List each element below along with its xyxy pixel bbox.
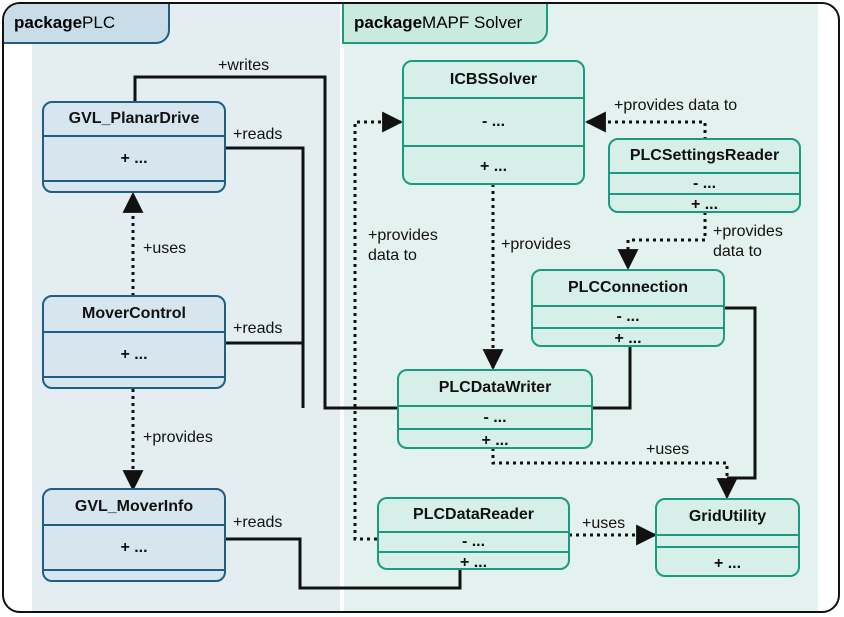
label-reads-planar: +reads bbox=[233, 126, 283, 143]
class-members: + ... bbox=[44, 331, 224, 376]
writes-line bbox=[133, 75, 397, 410]
reads-info-line bbox=[225, 537, 462, 590]
label-provides-writer: +provides bbox=[501, 236, 571, 253]
class-members: + ... bbox=[44, 135, 224, 180]
class-plc-data-writer: PLCDataWriter - ... + ... bbox=[397, 369, 593, 449]
class-private-members: - ... bbox=[404, 97, 583, 145]
class-name: GridUtility bbox=[688, 508, 767, 525]
class-public-members: + ... bbox=[399, 428, 591, 447]
class-public-members: + ... bbox=[610, 193, 799, 211]
label-writes: +writes bbox=[218, 57, 270, 74]
label-provides-data-icbs-line2: data to bbox=[368, 247, 417, 264]
uses-writer-arrow bbox=[491, 448, 738, 500]
label-provides-data-conn-line1: +provides bbox=[713, 223, 783, 240]
class-plc-connection: PLCConnection - ... + ... bbox=[531, 269, 725, 347]
label-provides-data-conn-line2: data to bbox=[713, 243, 762, 260]
provides-data-icbs-arrow bbox=[353, 111, 404, 541]
class-name: MoverControl bbox=[82, 305, 186, 322]
class-name: PLCSettingsReader bbox=[629, 147, 780, 164]
mapf-package-name: MAPF Solver bbox=[422, 13, 523, 32]
writer-connection-line bbox=[593, 346, 632, 410]
class-empty-section bbox=[657, 534, 798, 546]
class-name: PLCDataReader bbox=[413, 506, 534, 523]
class-private-members: - ... bbox=[533, 305, 723, 327]
class-empty-section bbox=[44, 569, 224, 580]
label-provides-mover: +provides bbox=[143, 429, 213, 446]
class-public-members: + ... bbox=[533, 327, 723, 345]
mapf-package-prefix: package bbox=[354, 13, 423, 32]
plc-package-tab: packagePLC bbox=[4, 4, 170, 44]
reads-planar-line bbox=[225, 146, 305, 408]
class-gvl-mover-info: GVL_MoverInfo + ... bbox=[42, 488, 226, 582]
class-name: PLCConnection bbox=[568, 279, 688, 296]
class-mover-control: MoverControl + ... bbox=[42, 295, 226, 389]
class-grid-utility: GridUtility + ... bbox=[655, 498, 800, 577]
class-plc-settings-reader: PLCSettingsReader - ... + ... bbox=[608, 138, 801, 213]
mapf-package-tab: packageMAPF Solver bbox=[342, 4, 548, 44]
plc-package-name: PLC bbox=[82, 13, 116, 32]
class-public-members: + ... bbox=[404, 145, 583, 183]
class-public-members: + ... bbox=[379, 551, 568, 568]
label-uses-writer: +uses bbox=[646, 441, 690, 458]
class-private-members: - ... bbox=[379, 531, 568, 551]
class-icbs-solver: ICBSSolver - ... + ... bbox=[402, 60, 585, 185]
plc-package-prefix: package bbox=[14, 13, 83, 32]
class-public-members: + ... bbox=[657, 546, 798, 575]
class-name: PLCDataWriter bbox=[438, 379, 552, 396]
label-uses-planar: +uses bbox=[143, 240, 187, 257]
class-name: GVL_MoverInfo bbox=[74, 498, 194, 515]
class-private-members: - ... bbox=[610, 172, 799, 193]
class-name: GVL_PlanarDrive bbox=[68, 110, 200, 127]
label-provides-data-icbs-line1: +provides bbox=[368, 227, 438, 244]
class-gvl-planar-drive: GVL_PlanarDrive + ... bbox=[42, 101, 226, 193]
class-empty-section bbox=[44, 180, 224, 191]
label-uses-reader: +uses bbox=[582, 515, 626, 532]
class-private-members: - ... bbox=[399, 405, 591, 428]
connection-grid-line bbox=[724, 306, 757, 480]
label-reads-info: +reads bbox=[233, 514, 283, 531]
label-provides-data-settings: +provides data to bbox=[614, 97, 738, 114]
class-empty-section bbox=[44, 376, 224, 387]
class-plc-data-reader: PLCDataReader - ... + ... bbox=[377, 497, 570, 570]
class-members: + ... bbox=[44, 524, 224, 569]
label-reads-mover: +reads bbox=[233, 320, 283, 337]
provides-data-conn-arrow bbox=[617, 212, 707, 271]
class-name: ICBSSolver bbox=[449, 70, 538, 88]
